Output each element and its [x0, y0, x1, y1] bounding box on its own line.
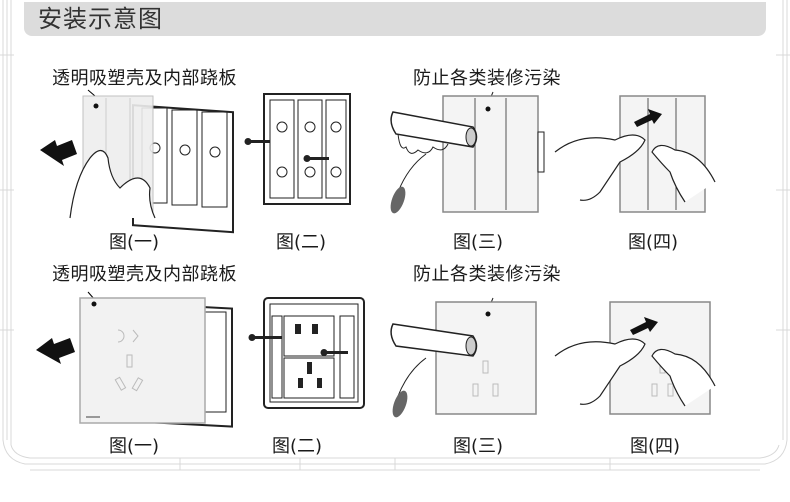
figure-4-switch-peel-film [554, 95, 716, 213]
caption-prevent-contamination: 防止各类装修污染 [413, 264, 561, 285]
arrow-up-right-icon [634, 109, 662, 127]
figure-3-socket-film-protection [390, 297, 537, 418]
arrow-left-icon [40, 140, 77, 166]
figure-1-switch-remove-shell [40, 89, 234, 234]
header-bar [24, 2, 766, 36]
screw-icon [248, 334, 282, 341]
arrow-up-right-icon [630, 317, 658, 335]
figure-label: 图(二) [276, 232, 327, 253]
caption-protective-shell: 透明吸塑壳及内部跷板 [52, 68, 237, 89]
page-title: 安装示意图 [38, 5, 163, 33]
arrow-left-icon [36, 338, 75, 364]
figure-label: 图(三) [453, 436, 504, 457]
figure-4-socket-peel-film [554, 301, 716, 415]
screw-icon [303, 155, 329, 162]
figure-label: 图(一) [109, 436, 160, 457]
figure-2-socket-screws [248, 297, 365, 409]
figure-label: 图(四) [628, 232, 679, 253]
figure-1-socket-remove-shell [36, 291, 233, 428]
brand-mark [86, 416, 100, 418]
figure-label: 图(二) [272, 436, 323, 457]
caption-protective-shell: 透明吸塑壳及内部跷板 [52, 264, 237, 285]
caption-prevent-contamination: 防止各类装修污染 [413, 68, 561, 89]
figure-label: 图(四) [630, 436, 681, 457]
screw-icon [244, 138, 270, 145]
figure-label: 图(一) [109, 232, 160, 253]
screw-icon [320, 349, 348, 356]
figure-3-switch-film-protection [390, 91, 545, 214]
figure-label: 图(三) [453, 232, 504, 253]
figure-2-switch-screws [244, 93, 351, 205]
